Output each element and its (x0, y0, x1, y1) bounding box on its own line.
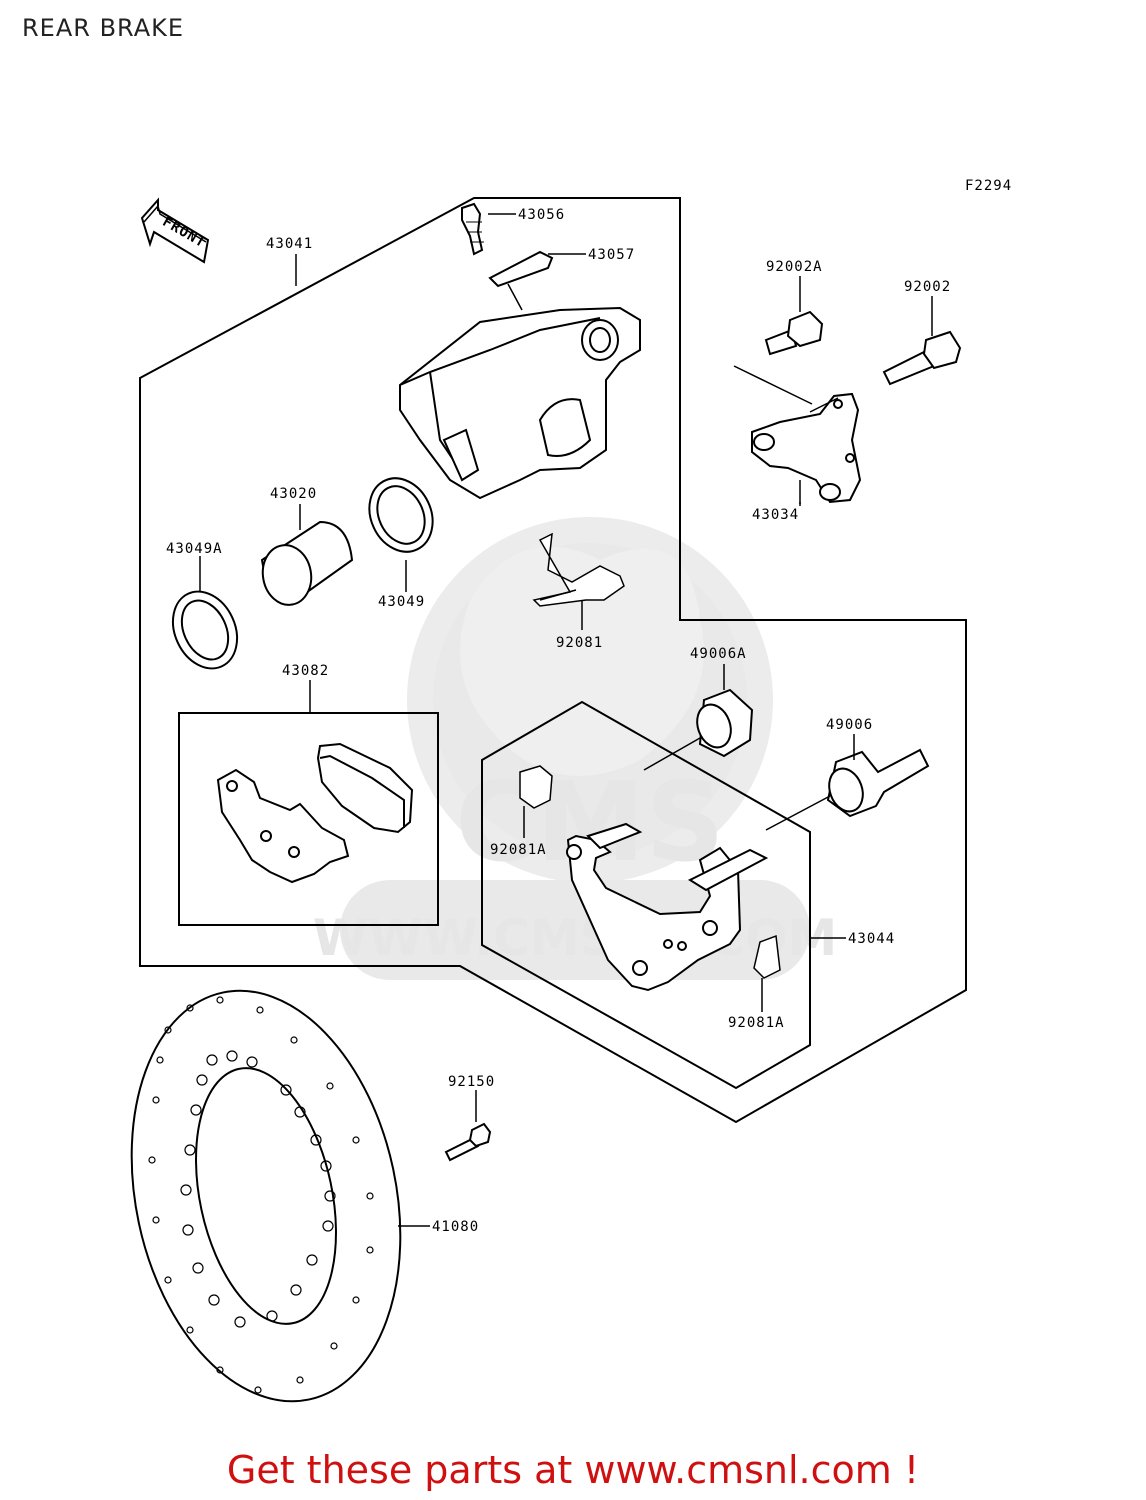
label-43057: 43057 (588, 247, 635, 263)
brake-pads-drawing (216, 742, 414, 884)
page-title: REAR BRAKE (22, 14, 185, 42)
watermark-url-text: WWW.CMSNL.COM (313, 909, 838, 967)
label-43034: 43034 (752, 507, 799, 523)
label-41080: 41080 (432, 1219, 479, 1235)
label-43041: 43041 (266, 236, 313, 252)
label-43049a: 43049A (166, 541, 223, 557)
bleed-cap-drawing (488, 250, 554, 288)
caliper-body-drawing (399, 306, 641, 500)
boot-49006-drawing (826, 748, 930, 818)
part-labels: 43041 43056 43057 92002A 92002 43020 430… (166, 207, 951, 1235)
bracket-assembly-outline (481, 700, 811, 1090)
label-43020: 43020 (270, 486, 317, 502)
label-92081a-2: 92081A (728, 1015, 785, 1031)
label-43044: 43044 (848, 931, 895, 947)
pad-clip-92081a-drawing (519, 765, 781, 979)
label-43049: 43049 (378, 594, 425, 610)
boot-49006a-drawing (696, 688, 754, 758)
figure-code: F2294 (965, 178, 1012, 194)
label-92002: 92002 (904, 279, 951, 295)
piston-drawing (260, 520, 354, 606)
pad-spring-drawing (532, 532, 625, 607)
bolt-92002-drawing (882, 330, 962, 386)
label-43082: 43082 (282, 663, 329, 679)
label-49006a: 49006A (690, 646, 747, 662)
label-92150: 92150 (448, 1074, 495, 1090)
caliper-assembly-outline (139, 197, 967, 1124)
label-92081: 92081 (556, 635, 603, 651)
bolt-92002a-drawing (764, 310, 824, 356)
leader-lines (199, 213, 933, 1227)
dust-seal-drawing (171, 590, 239, 670)
disc-bolt-drawing (444, 1122, 492, 1162)
label-92081a-1: 92081A (490, 842, 547, 858)
brake-disc-drawing (130, 989, 402, 1403)
label-43056: 43056 (518, 207, 565, 223)
front-arrow-icon: FRONT (140, 197, 210, 264)
label-49006: 49006 (826, 717, 873, 733)
caliper-bracket-plate-drawing (566, 822, 769, 992)
label-92002a: 92002A (766, 259, 823, 275)
brake-pad-box (178, 712, 439, 926)
bleed-valve-drawing (461, 202, 484, 256)
footer-cta-link[interactable]: Get these parts at www.cmsnl.com ! (226, 1448, 920, 1492)
piston-seal-drawing (368, 477, 434, 553)
mounting-bracket-drawing (751, 392, 862, 504)
